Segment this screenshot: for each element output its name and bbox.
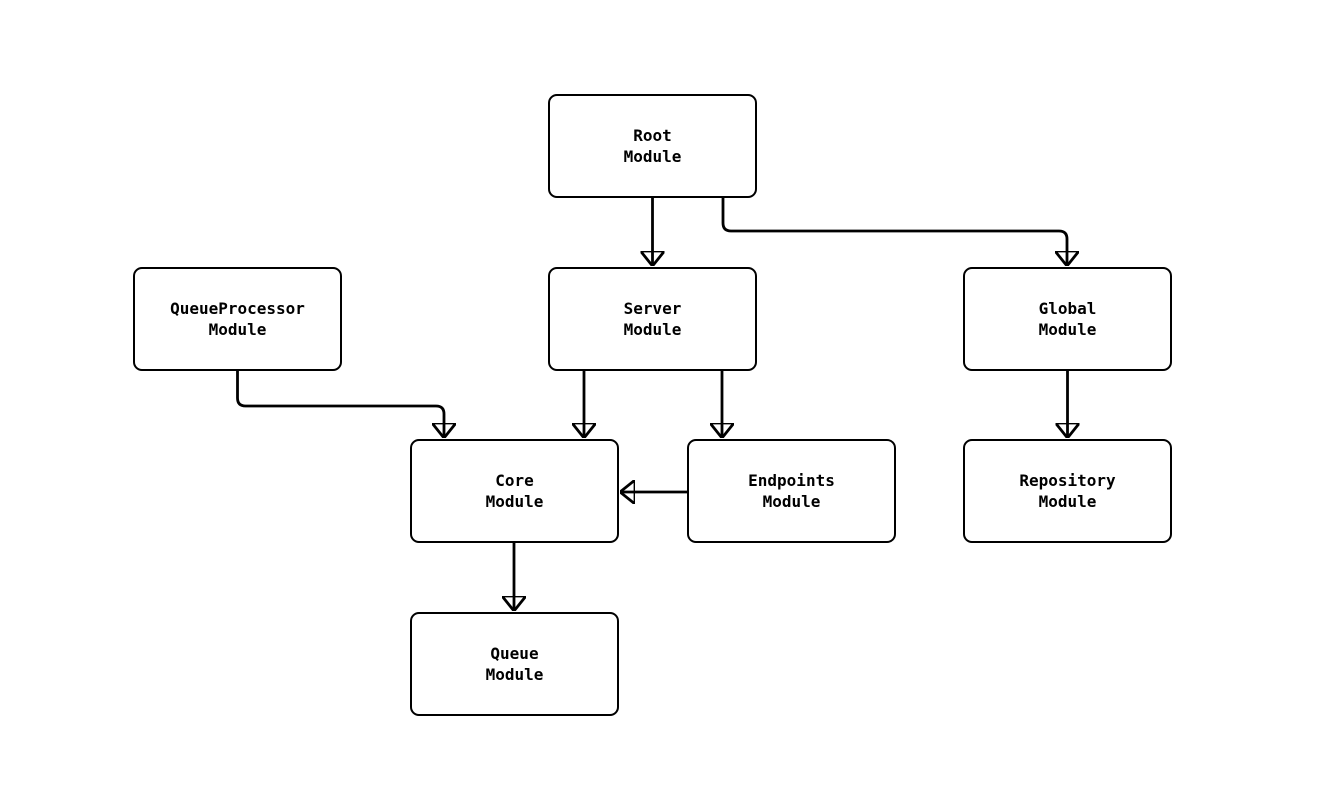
node-core-module: Core Module xyxy=(410,439,619,543)
node-global-module: Global Module xyxy=(963,267,1172,371)
node-repository-module: Repository Module xyxy=(963,439,1172,543)
node-endpoints-module: Endpoints Module xyxy=(687,439,896,543)
node-root-module-label: Root Module xyxy=(623,126,682,166)
node-root-module: Root Module xyxy=(548,94,757,198)
edge-queueprocessor-to-core xyxy=(236,371,445,437)
edge-root-to-global xyxy=(721,198,1067,265)
node-endpoints-module-label: Endpoints Module xyxy=(748,471,835,511)
node-server-module-label: Server Module xyxy=(623,299,682,339)
node-queue-module-label: Queue Module xyxy=(485,644,544,684)
node-core-module-label: Core Module xyxy=(485,471,544,511)
node-global-module-label: Global Module xyxy=(1038,299,1097,339)
node-queueprocessor-module-label: QueueProcessor Module xyxy=(170,299,305,339)
node-queueprocessor-module: QueueProcessor Module xyxy=(133,267,342,371)
node-queue-module: Queue Module xyxy=(410,612,619,716)
node-server-module: Server Module xyxy=(548,267,757,371)
node-repository-module-label: Repository Module xyxy=(1019,471,1116,511)
